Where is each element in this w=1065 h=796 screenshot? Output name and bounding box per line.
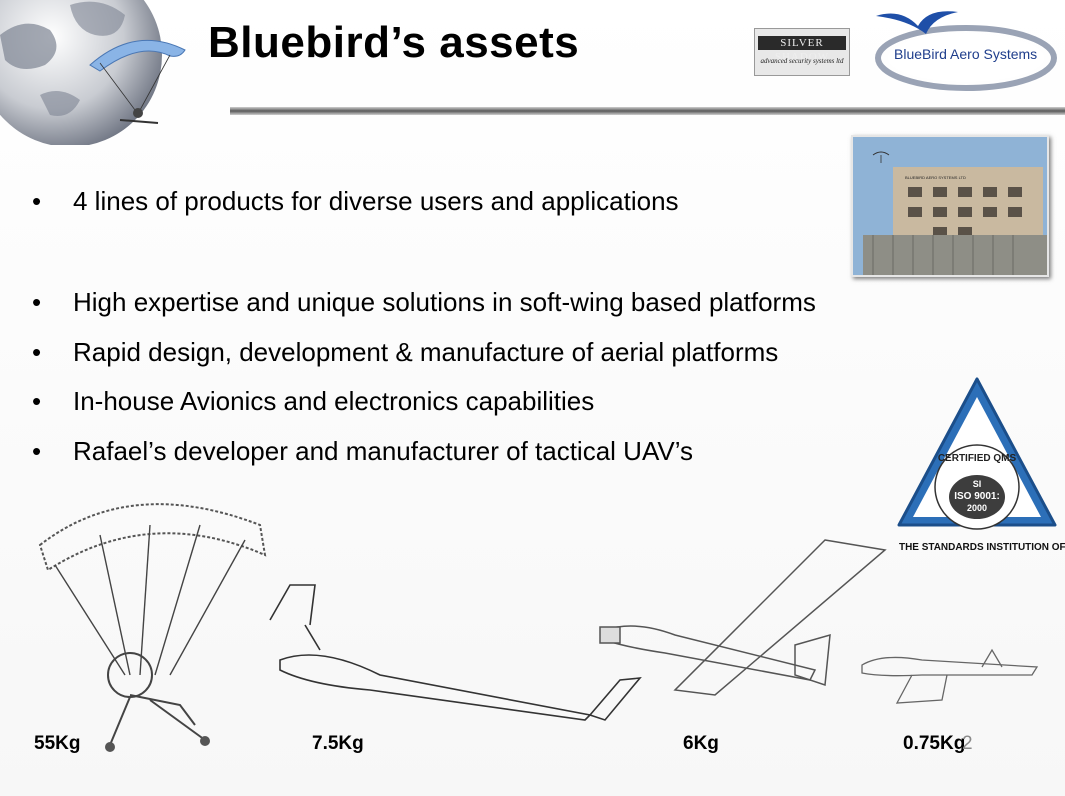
bullet-text: Rafael’s developer and manufacturer of t… [73,436,694,466]
bullet-glyph: • [32,186,42,216]
product-weight-parafoil: 55Kg [34,733,81,754]
parafoil-uav-icon [38,503,267,752]
bullet-glyph: • [32,386,42,416]
mini-uav-icon [861,648,1039,704]
bluebird-name: BlueBird Aero Systems [894,46,1038,62]
page-number: 2 [962,733,973,754]
flying-wing-uav-icon [269,584,642,721]
bullet-item: • Rafael’s developer and manufacturer of … [32,436,693,467]
bullet-item: • Rapid design, development & manufacture… [32,337,778,368]
silver-shadow-logo: SILVER SHADOW advanced security systems … [754,28,850,76]
title-divider [230,107,1065,115]
iso-certified-text: CERTIFIED QMS [938,453,1017,464]
product-weight-mini: 0.75Kg [903,733,966,754]
product-weight-flying-wing: 7.5Kg [312,733,364,754]
bullet-text: 4 lines of products for diverse users an… [73,186,679,216]
bluebird-bird-icon [875,11,1057,91]
silver-shadow-name: SILVER SHADOW [758,36,846,63]
iso-caption: THE STANDARDS INSTITUTION OF ISRAEL [899,541,1065,553]
bullet-item: • In-house Avionics and electronics capab… [32,386,594,417]
bullet-glyph: • [32,287,42,317]
bullet-text: High expertise and unique solutions in s… [73,287,816,317]
bullet-item: • 4 lines of products for diverse users a… [32,186,679,217]
bluebird-logo: BlueBird Aero Systems [866,6,1061,96]
headquarters-photo: BLUEBIRD AERO SYSTEMS LTD [851,135,1049,277]
bullet-glyph: • [32,436,42,466]
iso-si-text: SI [973,479,982,489]
silver-shadow-tagline: advanced security systems ltd [760,57,844,65]
fixed-wing-uav-icon [599,539,887,696]
slide-title: Bluebird’s assets [208,18,580,67]
bullet-text: Rapid design, development & manufacture … [73,337,779,367]
bullet-glyph: • [32,337,42,367]
iso-standard-text: ISO 9001: [954,491,1000,502]
iso-year-text: 2000 [967,503,987,513]
building-sign: BLUEBIRD AERO SYSTEMS LTD [905,175,966,180]
bullet-text: In-house Avionics and electronics capabi… [73,386,595,416]
bullet-item: • High expertise and unique solutions in … [32,287,816,318]
product-weight-fixed-wing: 6Kg [683,733,719,754]
globe-parachute-icon [0,0,186,145]
iso-certification-badge: CERTIFIED QMS SI ISO 9001: 2000 [897,377,1057,530]
